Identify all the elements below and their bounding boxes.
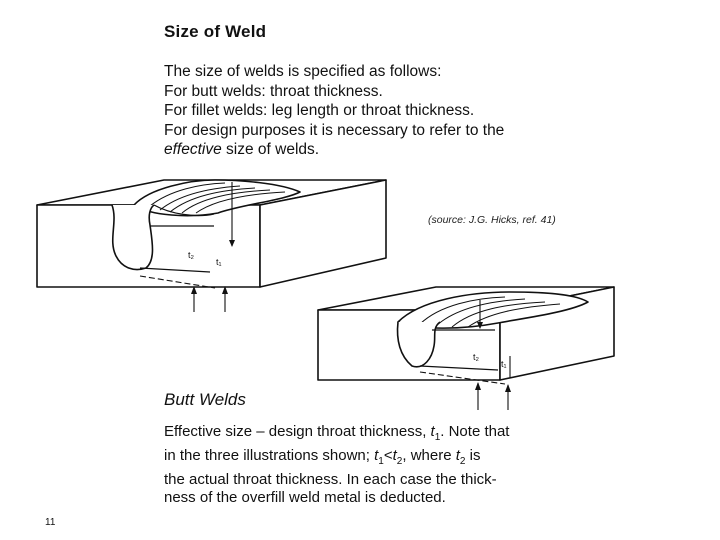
- intro-line-5-rest: size of welds.: [221, 141, 320, 158]
- upper-plate-side: [259, 179, 387, 288]
- line2-t2: t: [392, 447, 397, 464]
- intro-line-4: For design purposes it is necessary to r…: [164, 121, 505, 139]
- intro-line-1: The size of welds is specified as follow…: [164, 63, 442, 80]
- intro-line-3: For fillet welds: leg length or throat t…: [164, 102, 475, 119]
- section-title: Butt Welds: [164, 390, 246, 409]
- body-line-1: Effective size – design throat thickness…: [164, 423, 584, 447]
- line1-b: . Note that: [440, 423, 510, 440]
- page-title: Size of Weld: [164, 22, 267, 41]
- line1-sub: 1: [434, 432, 441, 443]
- lower-t2-label: t₂: [473, 352, 480, 362]
- body-line-2: in the three illustrations shown; t1<t2,…: [164, 447, 584, 471]
- upper-weld-section: [111, 204, 155, 271]
- body-line-3: the actual throat thickness. In each cas…: [164, 471, 497, 488]
- line2-t3: t: [455, 447, 460, 464]
- page-number: 11: [45, 517, 56, 528]
- line1-var: t: [430, 423, 435, 440]
- body-paragraph: Effective size – design throat thickness…: [164, 423, 584, 507]
- figure-source: (source: J.G. Hicks, ref. 41): [428, 214, 556, 226]
- line2-a: in the three illustrations shown;: [164, 447, 375, 464]
- lower-weld-section: [396, 321, 441, 368]
- upper-t1-label: t₁: [216, 257, 222, 267]
- line2-s2: 2: [396, 456, 403, 467]
- intro-line-5: effective size of welds.: [164, 140, 504, 160]
- line2-s3: 2: [459, 456, 466, 467]
- line2-b: , where: [402, 447, 456, 464]
- line1-a: Effective size – design throat thickness…: [164, 423, 431, 440]
- intro-paragraph: The size of welds is specified as follow…: [164, 62, 504, 160]
- line2-c: is: [465, 447, 481, 464]
- intro-line-2: For butt welds: throat thickness.: [164, 82, 383, 100]
- line2-lt: <: [383, 447, 393, 464]
- line2-s1: 1: [378, 456, 384, 467]
- body-line-4: ness of the overfill weld metal is deduc…: [164, 489, 446, 506]
- upper-t2-label: t₂: [188, 250, 195, 260]
- intro-emphasis: effective: [164, 141, 222, 158]
- line2-t1: t: [374, 447, 379, 464]
- lower-t1-label: t₁: [501, 359, 507, 369]
